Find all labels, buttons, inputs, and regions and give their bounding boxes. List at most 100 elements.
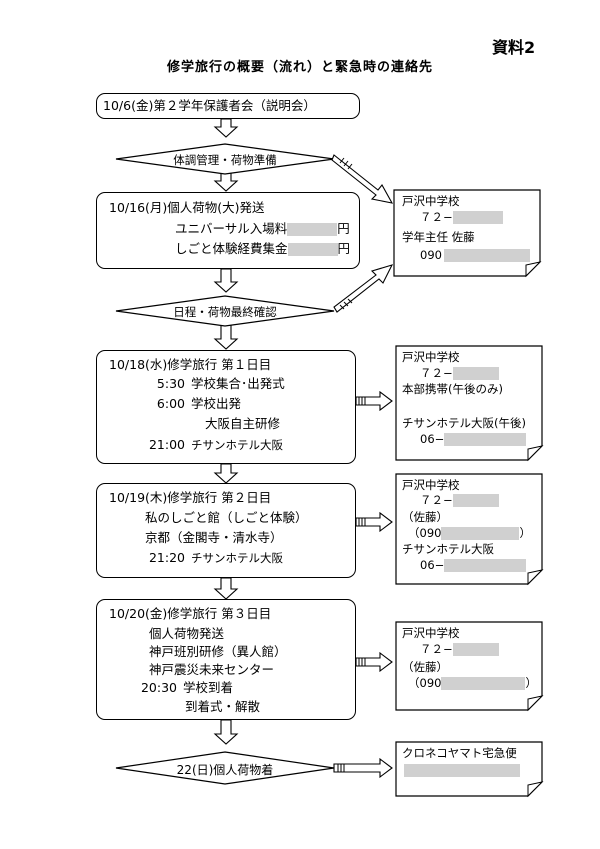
schedule-time: 5:30: [156, 376, 185, 391]
phone-line: ７２−: [420, 493, 499, 507]
hq-mobile-label: 本部携帯(午後のみ): [402, 382, 503, 396]
meeting-step: 10/6(金)第２学年保護者会（説明会）: [96, 93, 360, 119]
contact-arrow: [333, 757, 393, 779]
schedule-text: 京都（金閣寺・清水寺）: [145, 530, 283, 545]
carrier-name: クロネコヤマト宅急便: [402, 746, 517, 760]
hotel-phone-prefix: 06−: [420, 558, 445, 572]
down-arrow: [213, 719, 239, 745]
redacted-phone: [452, 643, 499, 656]
redacted-amount: [287, 243, 338, 256]
schedule-time: 21:00: [148, 437, 185, 452]
mobile-prefix: （090: [408, 526, 442, 540]
down-arrow: [213, 118, 239, 138]
redacted-phone: [441, 677, 526, 690]
schedule-text: 学校集合･出発式: [191, 376, 285, 391]
mobile-prefix: 090: [420, 248, 442, 262]
school-name: 戸沢中学校: [402, 478, 460, 492]
schedule-text: 個人荷物発送: [149, 626, 225, 641]
meeting-text: 10/6(金)第２学年保護者会（説明会）: [103, 98, 316, 113]
fee-unit: 円: [337, 241, 351, 256]
hotel-name: チサンホテル大阪: [402, 542, 494, 556]
mobile-prefix: （090: [408, 676, 442, 690]
redacted-phone: [452, 494, 499, 507]
schedule-time: 20:30: [140, 680, 177, 695]
redacted-phone: [452, 211, 503, 224]
fee-label: しごと体験経費集金: [175, 241, 288, 256]
decision-diamond: [115, 295, 335, 327]
hotel-phone-line: 06−: [420, 558, 527, 572]
schedule-text: 学校出発: [191, 396, 242, 411]
schedule-text: 学校到着: [183, 680, 234, 695]
redacted-amount: [287, 223, 338, 236]
day-title: 10/19(木)修学旅行 第２日目: [109, 490, 272, 505]
schedule-text: 大阪自主研修: [205, 416, 281, 431]
schedule-text: チサンホテル大阪: [191, 551, 283, 565]
mobile-line: （090 ）: [408, 676, 537, 690]
schedule-text: 神戸班別研修（異人館）: [149, 644, 287, 659]
hotel-name: チサンホテル大阪(午後): [402, 416, 526, 430]
contact-note-1: 戸沢中学校 ７２− 学年主任 佐藤 090: [402, 194, 532, 264]
contact-note-4: 戸沢中学校 ７２− （佐藤） （090 ）: [402, 626, 538, 696]
contact-note-2: 戸沢中学校 ７２− 本部携帯(午後のみ) チサンホテル大阪(午後) 06−: [402, 350, 538, 446]
down-arrow: [213, 577, 239, 600]
down-arrow: [213, 463, 239, 484]
phone-line: ７２−: [420, 210, 503, 224]
schedule-text: チサンホテル大阪: [191, 438, 283, 452]
teacher-role: 学年主任 佐藤: [402, 230, 475, 244]
mobile-suffix: ）: [519, 526, 531, 540]
phone-line: ７２−: [420, 642, 499, 656]
redacted-phone: [444, 559, 527, 572]
schedule-text: 到着式・解散: [185, 699, 261, 714]
day1-step: 10/18(水)修学旅行 第１日目 5:30 学校集合･出発式 6:00 学校出…: [96, 350, 356, 464]
schedule-time: 21:20: [148, 550, 185, 565]
down-arrow: [213, 268, 239, 293]
redacted-phone: [404, 764, 520, 777]
mobile-line: 090: [420, 248, 530, 262]
contact-note-3: 戸沢中学校 ７２− （佐藤） （090 ） チサンホテル大阪 06−: [402, 478, 538, 574]
fee-row: しごと体験経費集金 円: [175, 241, 350, 257]
fee-label: ユニバーサル入場料: [175, 221, 288, 236]
contact-arrow: [331, 154, 394, 204]
fee-row: ユニバーサル入場料 円: [175, 221, 350, 237]
decision-diamond: [115, 143, 335, 175]
schedule-text: 神戸震災未来センター: [149, 662, 275, 677]
day3-step: 10/20(金)修学旅行 第３日目 個人荷物発送 神戸班別研修（異人館） 神戸震…: [96, 599, 356, 720]
day-title: 10/20(金)修学旅行 第３日目: [109, 606, 272, 621]
day-title: 10/18(水)修学旅行 第１日目: [109, 357, 272, 372]
phone-prefix: ７２−: [420, 366, 453, 380]
schedule-text: 私のしごと館（しごと体験）: [145, 510, 308, 525]
document-label: 資料2: [492, 38, 536, 57]
decision-text: 体調管理・荷物準備: [173, 153, 277, 167]
redacted-phone: [441, 527, 520, 540]
mobile-suffix: ）: [525, 676, 537, 690]
contact-arrow: [355, 390, 393, 412]
day2-step: 10/19(木)修学旅行 第２日目 私のしごと館（しごと体験） 京都（金閣寺・清…: [96, 483, 356, 578]
redacted-phone: [443, 249, 530, 262]
phone-prefix: ７２−: [420, 642, 453, 656]
fee-unit: 円: [337, 221, 350, 236]
contact-person: （佐藤）: [402, 660, 448, 674]
hotel-phone-prefix: 06−: [420, 432, 445, 446]
mobile-line: （090 ）: [408, 526, 531, 540]
contact-arrow: [355, 651, 393, 673]
school-name: 戸沢中学校: [402, 350, 460, 364]
hotel-phone-line: 06−: [420, 432, 527, 446]
contact-person: （佐藤）: [402, 510, 448, 524]
decision-text: 日程・荷物最終確認: [173, 305, 277, 319]
decision-diamond: [115, 751, 335, 785]
contact-arrow: [355, 511, 393, 533]
school-name: 戸沢中学校: [402, 626, 460, 640]
shipping-title: 10/16(月)個人荷物(大)発送: [109, 200, 265, 215]
phone-prefix: ７２−: [420, 493, 453, 507]
shipping-step: 10/16(月)個人荷物(大)発送 ユニバーサル入場料円 しごと体験経費集金円: [96, 192, 360, 269]
contact-note-5: クロネコヤマト宅急便: [402, 746, 538, 786]
redacted-phone: [444, 433, 527, 446]
contact-arrow: [333, 264, 394, 313]
page-title: 修学旅行の概要（流れ）と緊急時の連絡先: [166, 60, 433, 75]
phone-line: ７２−: [420, 366, 499, 380]
phone-prefix: ７２−: [420, 210, 453, 224]
decision-text: 22(日)個人荷物着: [176, 763, 274, 777]
schedule-time: 6:00: [156, 396, 185, 411]
down-arrow: [213, 324, 239, 350]
